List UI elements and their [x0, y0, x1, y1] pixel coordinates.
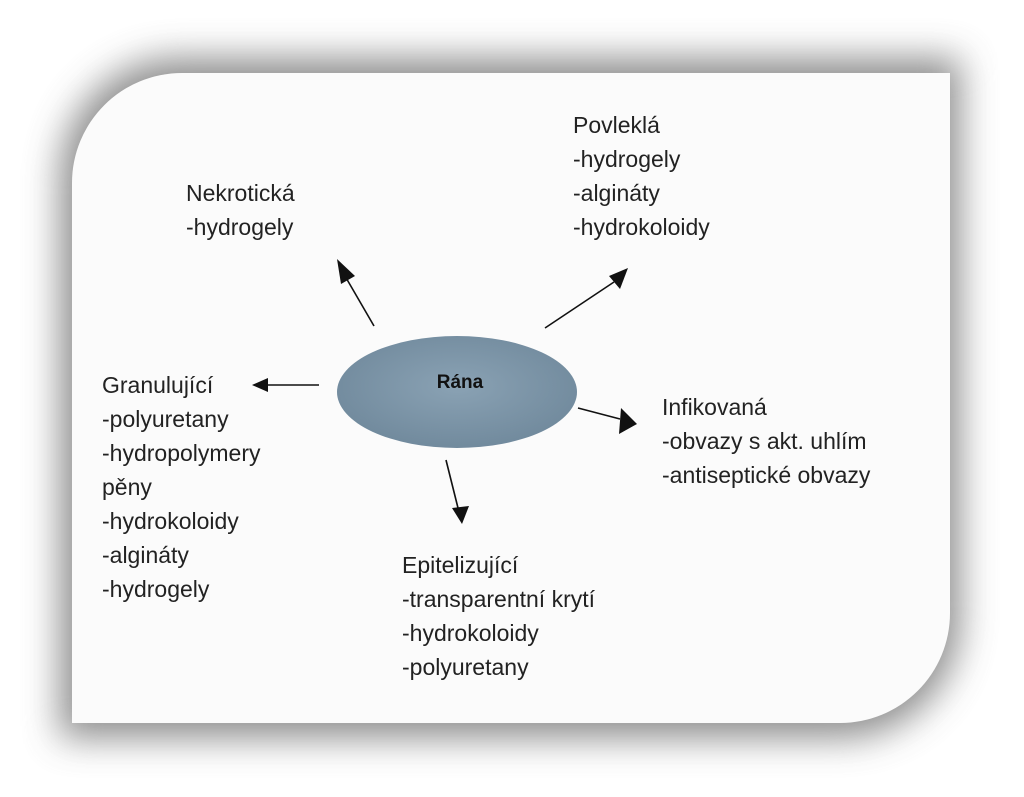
branch-epitelizujici: Epitelizující -transparentní krytí -hydr…: [402, 548, 595, 684]
arrow-epitelizujici-line: [445, 459, 459, 509]
branch-item: -hydrogely: [186, 214, 294, 240]
branch-item: -algináty: [102, 542, 189, 568]
arrow-infikovana-head: [619, 408, 637, 434]
arrow-povlekla-head: [609, 268, 628, 289]
branch-title: Infikovaná: [662, 394, 767, 420]
branch-item: -antiseptické obvazy: [662, 462, 871, 488]
branch-item: -hydrokoloidy: [102, 508, 239, 534]
arrow-infikovana-line: [577, 407, 621, 420]
branch-item: -hydrokoloidy: [573, 214, 710, 240]
branch-item: -hydrogely: [573, 146, 681, 172]
center-label: Rána: [436, 372, 484, 393]
branch-title: Epitelizující: [402, 552, 519, 578]
branch-item: -polyuretany: [102, 406, 229, 432]
branch-title: Povleklá: [573, 112, 660, 138]
branch-item: pěny: [102, 474, 152, 500]
branch-povlekla: Povleklá -hydrogely -algináty -hydrokolo…: [573, 108, 710, 244]
center-ellipse: [337, 336, 577, 448]
arrow-nekroticka-head: [337, 259, 355, 284]
arrow-nekroticka-line: [344, 275, 375, 327]
branch-item: -obvazy s akt. uhlím: [662, 428, 867, 454]
branch-item: -polyuretany: [402, 654, 529, 680]
arrow-epitelizujici-head: [452, 506, 469, 524]
branch-item: -hydropolymery: [102, 440, 261, 466]
branch-item: -transparentní krytí: [402, 586, 596, 612]
branch-item: -hydrogely: [102, 576, 210, 602]
branch-item: -hydrokoloidy: [402, 620, 539, 646]
branch-infikovana: Infikovaná -obvazy s akt. uhlím -antisep…: [662, 390, 870, 492]
branch-granulujici: Granulující -polyuretany -hydropolymery …: [102, 368, 261, 606]
branch-title: Granulující: [102, 372, 214, 398]
branch-item: -algináty: [573, 180, 660, 206]
branch-nekroticka: Nekrotická -hydrogely: [186, 176, 295, 244]
arrow-granulujici-head: [252, 378, 268, 392]
arrow-povlekla-line: [544, 281, 615, 329]
branch-title: Nekrotická: [186, 180, 295, 206]
